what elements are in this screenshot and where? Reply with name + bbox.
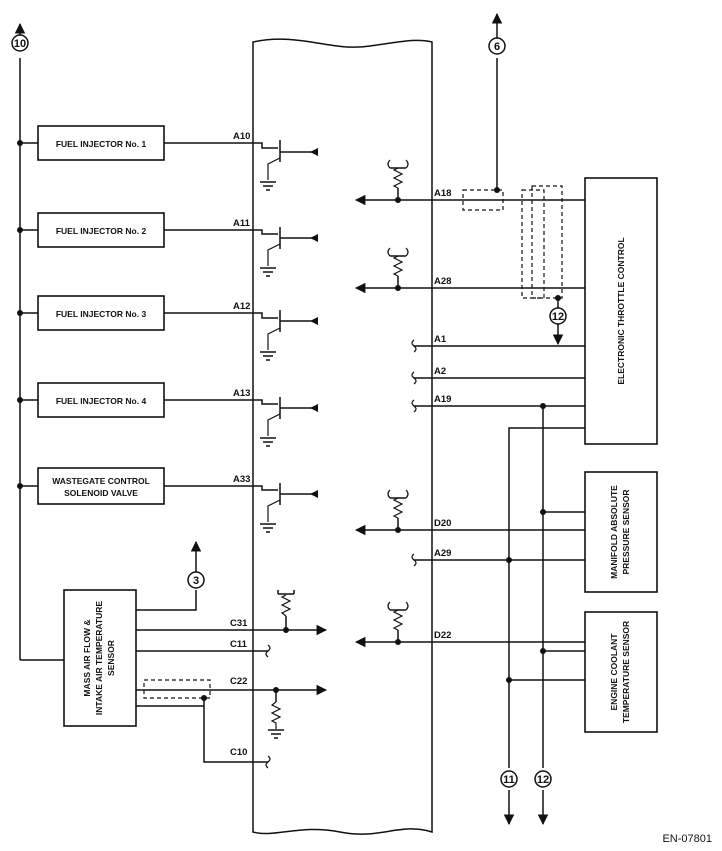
connector-12-bottom: 12 xyxy=(534,770,552,788)
connector-10: 10 xyxy=(11,34,29,52)
svg-text:C31: C31 xyxy=(230,618,248,629)
svg-text:10: 10 xyxy=(14,38,26,50)
svg-text:A19: A19 xyxy=(434,394,451,405)
svg-text:WASTEGATE CONTROL: WASTEGATE CONTROL xyxy=(52,476,150,486)
svg-text:MANIFOLD ABSOLUTE: MANIFOLD ABSOLUTE xyxy=(609,485,619,579)
ecu-body xyxy=(252,38,433,835)
svg-text:D22: D22 xyxy=(434,630,451,641)
wastegate-control-solenoid-valve: WASTEGATE CONTROL SOLENOID VALVE xyxy=(37,467,165,505)
svg-text:C11: C11 xyxy=(230,639,248,650)
svg-text:12: 12 xyxy=(537,774,549,786)
left-bus xyxy=(14,22,64,661)
svg-text:A13: A13 xyxy=(233,388,250,399)
svg-text:ENGINE COOLANT: ENGINE COOLANT xyxy=(609,633,619,711)
svg-text:ELECTRONIC THROTTLE CONTROL: ELECTRONIC THROTTLE CONTROL xyxy=(616,237,626,384)
svg-text:SOLENOID VALVE: SOLENOID VALVE xyxy=(64,488,138,498)
svg-text:A10: A10 xyxy=(233,131,250,142)
left-pin-labels: A10 A11 A12 A13 A33 C31 C11 C22 C10 xyxy=(230,131,251,758)
svg-text:C22: C22 xyxy=(230,676,247,687)
svg-text:A18: A18 xyxy=(434,188,451,199)
svg-text:D20: D20 xyxy=(434,518,451,529)
svg-text:INTAKE AIR TEMPERATURE: INTAKE AIR TEMPERATURE xyxy=(94,601,104,715)
connector-3: 3 xyxy=(187,571,205,589)
svg-text:A11: A11 xyxy=(233,218,251,229)
figure-id: EN-07801 xyxy=(662,833,712,845)
svg-text:TEMPERATURE SENSOR: TEMPERATURE SENSOR xyxy=(621,621,631,723)
svg-text:3: 3 xyxy=(193,575,199,587)
connector-12-top: 12 xyxy=(549,307,567,325)
maf-wiring xyxy=(136,540,328,769)
engine-coolant-temperature-sensor: ENGINE COOLANT TEMPERATURE SENSOR xyxy=(584,611,658,733)
svg-text:FUEL INJECTOR No. 4: FUEL INJECTOR No. 4 xyxy=(56,396,147,406)
right-pin-labels: A18 A28 A1 A2 A19 D20 A29 D22 xyxy=(434,188,451,641)
svg-text:SENSOR: SENSOR xyxy=(106,640,116,676)
electronic-throttle-control: ELECTRONIC THROTTLE CONTROL xyxy=(584,177,658,445)
svg-text:11: 11 xyxy=(503,774,515,786)
fuel-injector-1: FUEL INJECTOR No. 1 xyxy=(37,125,165,161)
fuel-injector-2: FUEL INJECTOR No. 2 xyxy=(37,212,165,248)
svg-text:FUEL INJECTOR No. 3: FUEL INJECTOR No. 3 xyxy=(56,309,147,319)
svg-text:A12: A12 xyxy=(233,301,250,312)
svg-text:12: 12 xyxy=(552,311,564,323)
fuel-injector-3: FUEL INJECTOR No. 3 xyxy=(37,295,165,331)
svg-text:FUEL INJECTOR No. 1: FUEL INJECTOR No. 1 xyxy=(56,139,147,149)
svg-text:A29: A29 xyxy=(434,548,451,559)
manifold-absolute-pressure-sensor: MANIFOLD ABSOLUTE PRESSURE SENSOR xyxy=(584,471,658,593)
svg-text:PRESSURE SENSOR: PRESSURE SENSOR xyxy=(621,489,631,574)
connector-6: 6 xyxy=(488,37,506,55)
svg-text:MASS AIR FLOW &: MASS AIR FLOW & xyxy=(82,619,92,696)
maf-iat-sensor: MASS AIR FLOW & INTAKE AIR TEMPERATURE S… xyxy=(63,589,137,727)
fuel-injector-4: FUEL INJECTOR No. 4 xyxy=(37,382,165,418)
svg-text:C10: C10 xyxy=(230,747,247,758)
right-wiring xyxy=(354,12,585,826)
injector-driver-circuits xyxy=(164,140,318,533)
svg-text:6: 6 xyxy=(494,41,500,53)
svg-text:A2: A2 xyxy=(434,366,446,377)
svg-text:A33: A33 xyxy=(233,474,250,485)
svg-text:FUEL INJECTOR No. 2: FUEL INJECTOR No. 2 xyxy=(56,226,147,236)
connector-11: 11 xyxy=(500,770,518,788)
svg-text:A28: A28 xyxy=(434,276,451,287)
svg-text:A1: A1 xyxy=(434,334,447,345)
